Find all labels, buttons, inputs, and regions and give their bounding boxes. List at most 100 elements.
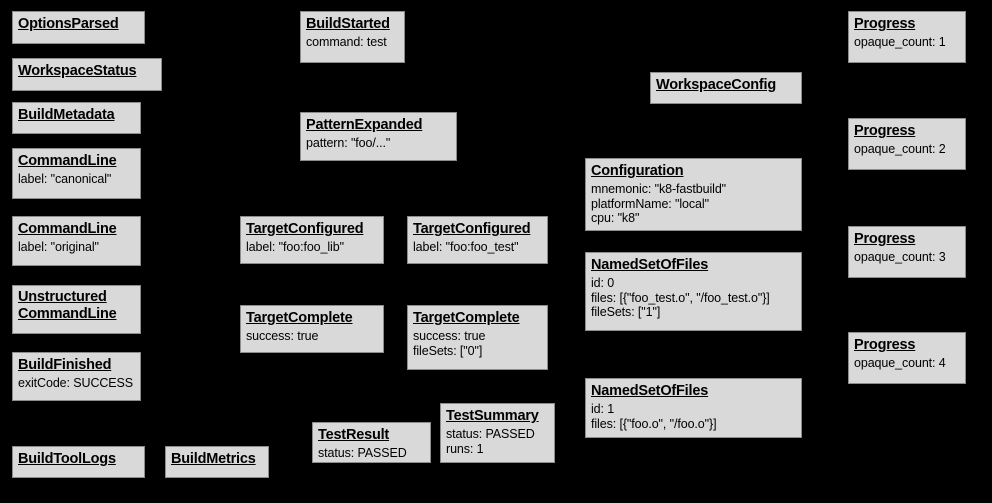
event-node-title-wrap: CommandLine [18, 152, 135, 171]
event-node-field: opaque_count: 2 [854, 141, 946, 156]
event-node-configuration[interactable]: Configuration mnemonic: "k8-fastbuild"pla… [585, 158, 802, 231]
event-node-title-wrap: CommandLine [18, 220, 135, 239]
event-node-target-configured-test[interactable]: TargetConfigured label: "foo:foo_test" [407, 216, 548, 264]
event-node-title: Progress [854, 337, 916, 353]
event-node-title-wrap: Configuration [591, 162, 796, 181]
event-node-target-configured-lib[interactable]: TargetConfigured label: "foo:foo_lib" [240, 216, 384, 264]
event-node-field: status: PASSED [446, 426, 535, 441]
event-node-fields: opaque_count: 2 [854, 142, 960, 157]
event-node-field: platformName: "local" [591, 196, 709, 211]
event-node-progress-4[interactable]: Progress opaque_count: 4 [848, 332, 966, 384]
event-node-title: BuildMetrics [171, 451, 256, 467]
event-node-field: label: "original" [18, 239, 99, 254]
event-node-build-metadata[interactable]: BuildMetadata [12, 102, 141, 134]
event-node-title-wrap: Progress [854, 230, 960, 249]
event-node-command-line-canonical[interactable]: CommandLine label: "canonical" [12, 148, 141, 199]
event-node-fields: command: test [306, 35, 399, 50]
event-node-title: TargetConfigured [413, 221, 531, 237]
event-node-field: files: [{"foo_test.o", "/foo_test.o"}] [591, 290, 770, 305]
event-node-title-wrap: TargetComplete [246, 309, 378, 328]
event-node-title-wrap: BuildMetadata [18, 106, 135, 125]
event-node-title: WorkspaceStatus [18, 63, 137, 79]
event-node-field: opaque_count: 3 [854, 249, 946, 264]
event-node-fields: opaque_count: 3 [854, 250, 960, 265]
event-node-fields: opaque_count: 1 [854, 35, 960, 50]
event-node-field: label: "foo:foo_test" [413, 239, 519, 254]
event-node-title: NamedSetOfFiles [591, 257, 709, 273]
event-node-title: OptionsParsed [18, 16, 119, 32]
event-node-field: opaque_count: 1 [854, 34, 946, 49]
event-node-title: CommandLine [18, 153, 117, 169]
event-node-title-wrap: TestSummary [446, 407, 549, 426]
event-node-title-wrap: Progress [854, 122, 960, 141]
event-node-fields: label: "foo:foo_lib" [246, 240, 378, 255]
event-node-progress-1[interactable]: Progress opaque_count: 1 [848, 11, 966, 63]
event-node-title: WorkspaceConfig [656, 77, 777, 93]
event-node-field: command: test [306, 34, 387, 49]
event-node-title-wrap: BuildFinished [18, 356, 135, 375]
event-node-title: CommandLine [18, 221, 117, 237]
event-node-title-wrap: TargetConfigured [246, 220, 378, 239]
event-node-title: BuildStarted [306, 16, 390, 32]
event-node-build-finished[interactable]: BuildFinished exitCode: SUCCESS [12, 352, 141, 401]
event-node-title-wrap: Progress [854, 336, 960, 355]
event-node-field: opaque_count: 4 [854, 355, 946, 370]
event-node-title-wrap: Progress [854, 15, 960, 34]
event-node-build-metrics[interactable]: BuildMetrics [165, 446, 269, 478]
event-node-field: fileSets: ["1"] [591, 305, 661, 320]
event-node-field: runs: 1 [446, 441, 484, 456]
event-node-field: exitCode: SUCCESS [18, 375, 134, 390]
event-node-command-line-original[interactable]: CommandLine label: "original" [12, 216, 141, 266]
event-node-field: success: true [246, 328, 319, 343]
event-node-title-wrap: WorkspaceConfig [656, 76, 796, 95]
event-node-fields: mnemonic: "k8-fastbuild"platformName: "l… [591, 182, 796, 226]
event-node-options-parsed[interactable]: OptionsParsed [12, 11, 145, 44]
event-node-title: BuildMetadata [18, 107, 115, 123]
event-node-title: Configuration [591, 163, 684, 179]
event-node-title: NamedSetOfFiles [591, 383, 709, 399]
event-node-workspace-status[interactable]: WorkspaceStatus [12, 58, 162, 91]
event-node-title-wrap: WorkspaceStatus [18, 62, 156, 81]
event-node-title: TargetComplete [413, 310, 520, 326]
event-node-field: label: "canonical" [18, 171, 112, 186]
event-node-title: Progress [854, 16, 916, 32]
event-node-fields: label: "original" [18, 240, 135, 255]
event-node-field: status: PASSED [318, 445, 407, 460]
event-node-title: Unstructured [18, 289, 107, 305]
event-node-title-wrap: TestResult [318, 426, 425, 445]
event-node-title: CommandLine [18, 306, 117, 323]
event-node-title: TargetConfigured [246, 221, 364, 237]
event-node-build-tool-logs[interactable]: BuildToolLogs [12, 446, 145, 478]
event-node-title: TestSummary [446, 408, 539, 424]
event-node-field: fileSets: ["0"] [413, 343, 483, 358]
event-node-field: id: 0 [591, 275, 615, 290]
event-node-field: cpu: "k8" [591, 211, 640, 226]
event-node-title-wrap: NamedSetOfFiles [591, 382, 796, 401]
event-node-workspace-config[interactable]: WorkspaceConfig [650, 72, 802, 104]
event-node-fields: label: "canonical" [18, 172, 135, 187]
event-node-fields: exitCode: SUCCESS [18, 376, 135, 391]
event-node-title-wrap: BuildStarted [306, 15, 399, 34]
event-node-build-started[interactable]: BuildStarted command: test [300, 11, 405, 63]
event-node-title: BuildToolLogs [18, 451, 116, 467]
event-node-title-wrap: NamedSetOfFiles [591, 256, 796, 275]
event-node-fields: success: true [246, 329, 378, 344]
event-node-title: BuildFinished [18, 357, 112, 373]
event-node-title-wrap: TargetComplete [413, 309, 542, 328]
event-node-title-wrap: TargetConfigured [413, 220, 542, 239]
